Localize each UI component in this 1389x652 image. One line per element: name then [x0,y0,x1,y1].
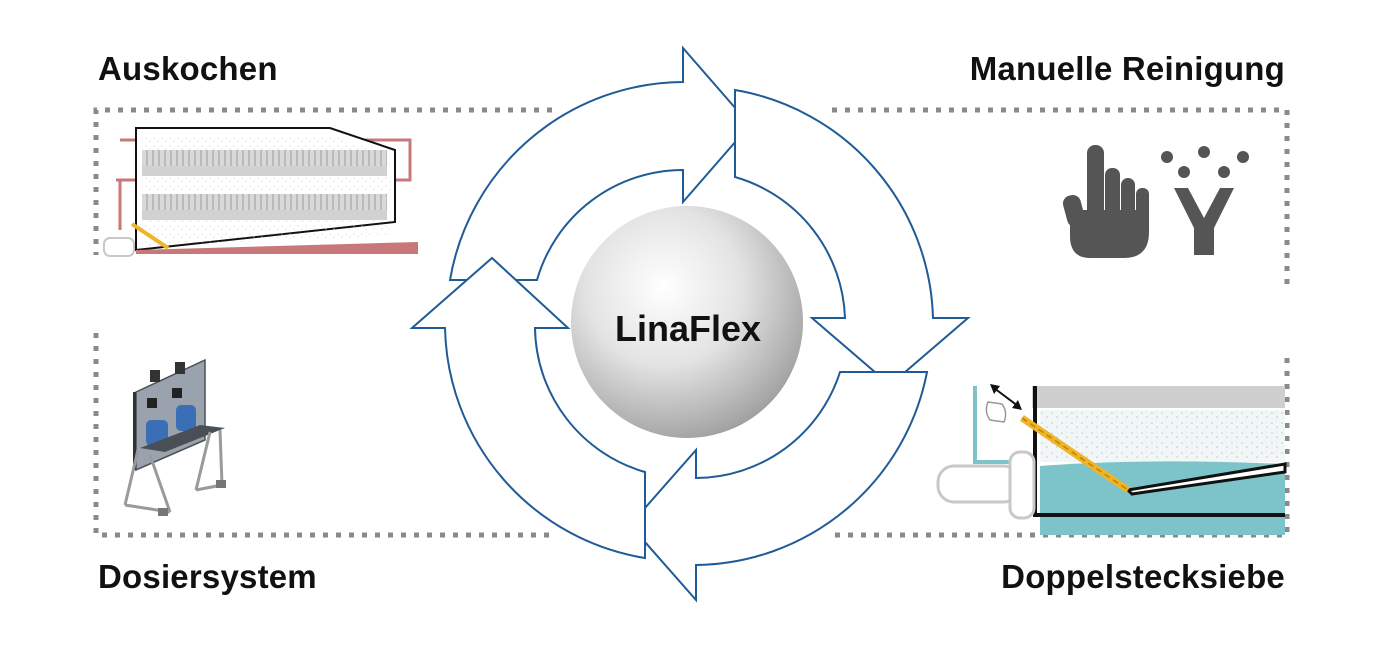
cycle-arrow-right [734,88,971,387]
cycle-arrows-icon [409,45,971,603]
sphere-icon [571,206,803,438]
cycle-arrow-top [448,45,752,281]
cycle-arrow-left [409,256,646,560]
panel-label-manuelle-reinigung: Manuelle Reinigung [969,50,1285,87]
kettle-cleaning-icon [103,127,418,257]
border-bottom-left [93,333,552,538]
panel-label-auskochen: Auskochen [98,50,278,87]
panel-borders [93,107,1290,538]
center-label: LinaFlex [614,308,762,349]
double-sieve-tank-icon [936,384,1287,535]
border-top-left [93,107,552,255]
spray-nozzle-icon [1161,146,1249,255]
panel-label-doppelstecksiebe: Doppelstecksiebe [1001,558,1285,595]
hand-icon [1062,145,1149,258]
cycle-arrow-bottom [628,371,929,603]
dosing-station-icon [123,358,226,516]
border-top-right [832,107,1290,285]
panel-label-dosiersystem: Dosiersystem [98,558,317,595]
